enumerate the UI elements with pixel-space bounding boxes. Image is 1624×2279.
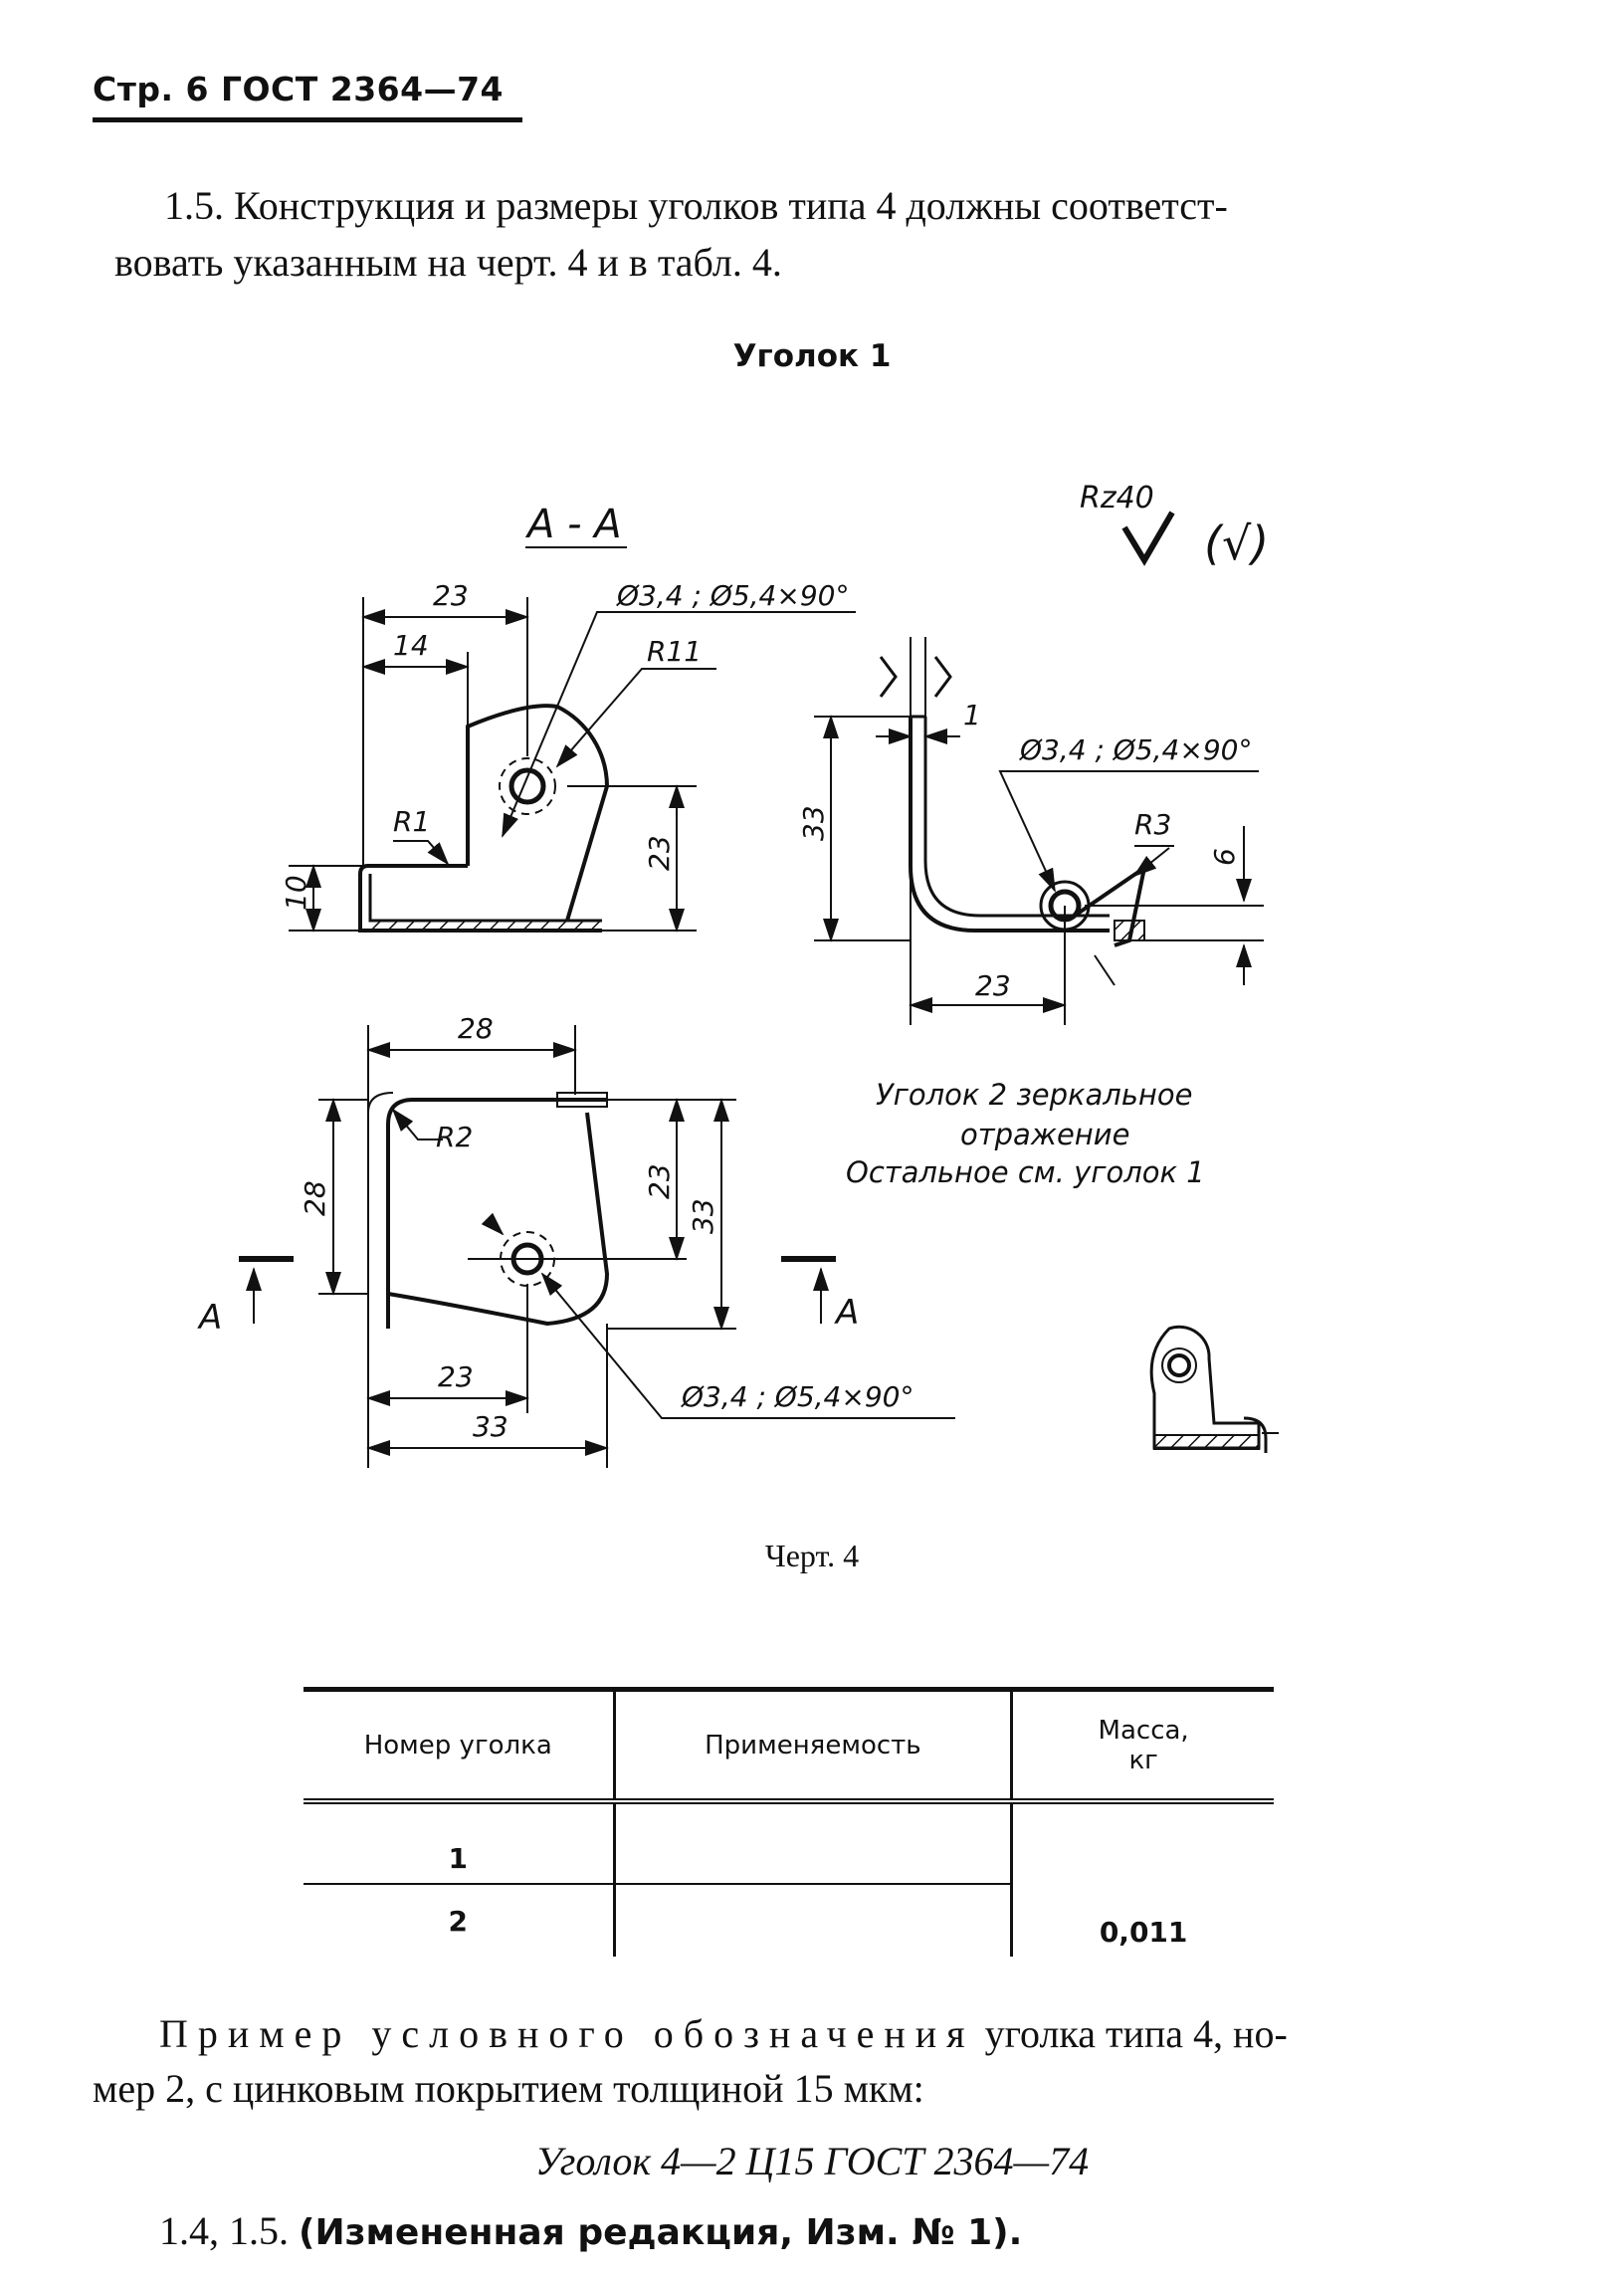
mass-table: Номер уголка Применяемость Масса, кг 1 0… (304, 1687, 1274, 1957)
table-row: 1 0,011 (304, 1801, 1274, 1957)
radius-r2: R2 (436, 1121, 473, 1153)
radius-r11: R11 (647, 635, 702, 668)
page-header: Стр. 6 ГОСТ 2364—74 (93, 70, 505, 108)
amendment-prefix: 1.4, 1.5. (159, 2208, 299, 2253)
view-side (814, 637, 1264, 1025)
section-label: А - А (524, 502, 622, 547)
row-1-applicability (612, 1801, 1014, 1885)
note-line-1: Уголок 2 зеркальное (876, 1078, 1192, 1112)
amendment-bold: (Измененная редакция, Изм. № 1). (299, 2212, 1023, 2253)
row-1-number: 1 (304, 1801, 616, 1885)
dim-23-top: 23 (433, 579, 469, 612)
dim-23-bottom: 23 (438, 1360, 474, 1393)
isometric-sketch (1149, 1325, 1279, 1453)
note-line-2: отражение (960, 1118, 1129, 1151)
drawing-caption: Черт. 4 (764, 1538, 860, 1573)
section-mark-left: А (197, 1298, 222, 1338)
dim-33-side: 33 (797, 805, 830, 841)
dim-10: 10 (280, 875, 312, 911)
drawing-title: Уголок 1 (732, 338, 892, 374)
paragraph-line-2: вовать указанным на черт. 4 и в табл. 4. (114, 240, 782, 285)
dim-23-side-bottom: 23 (975, 969, 1011, 1002)
hole-callout-2: Ø3,4 ; Ø5,4×90° (1019, 733, 1252, 766)
header-mass: Масса, кг (1010, 1687, 1274, 1804)
header-rule (93, 117, 522, 122)
dim-14: 14 (393, 629, 429, 662)
radius-r1: R1 (393, 805, 430, 838)
dim-23-vertical-plan: 23 (643, 1163, 676, 1199)
hole-callout-3: Ø3,4 ; Ø5,4×90° (681, 1380, 914, 1413)
roughness-paren: (√) (1204, 517, 1269, 570)
roughness-symbol: Rz40 (√) (1080, 481, 1269, 570)
plan-view-labels: 28 R2 28 23 33 А А 23 33 Ø3,4 ; Ø5,4×90° (197, 1012, 914, 1443)
dim-33-bottom: 33 (473, 1410, 508, 1443)
paragraph-1-5: 1.5. Конструкция и размеры уголков типа … (114, 177, 1498, 291)
dim-6: 6 (1208, 848, 1241, 866)
dim-33-vertical-plan: 33 (687, 1198, 719, 1234)
header-number: Номер уголка (304, 1687, 616, 1804)
dim-23-vertical: 23 (643, 835, 676, 871)
section-mark-right: А (834, 1293, 859, 1333)
example-lead: Пример условного обозначения (159, 2011, 975, 2056)
view-section-a-a (289, 597, 856, 932)
mass-value: 0,011 (1010, 1801, 1274, 1957)
example-line-1-rest: уголка типа 4, но- (974, 2011, 1288, 2056)
paragraph-line-1: 1.5. Конструкция и размеры уголков типа … (164, 183, 1228, 228)
dim-1: 1 (963, 699, 981, 731)
header-applicability: Применяемость (612, 1687, 1014, 1804)
roughness-label: Rz40 (1080, 481, 1154, 516)
side-view-labels: 33 1 Ø3,4 ; Ø5,4×90° R3 6 23 (797, 656, 1252, 1002)
view-plan (239, 1025, 955, 1468)
designation-example: Уголок 4—2 Ц15 ГОСТ 2364—74 (534, 2139, 1090, 2183)
amendment-note: 1.4, 1.5. (Измененная редакция, Изм. № 1… (159, 2207, 1022, 2254)
example-line-2: мер 2, с цинковым покрытием толщиной 15 … (93, 2066, 924, 2111)
table-header-row: Номер уголка Применяемость Масса, кг (304, 1687, 1274, 1804)
drawing-note: Уголок 2 зеркальное отражение Остальное … (846, 1078, 1205, 1189)
technical-drawing: А - А 23 14 Ø3,4 ; Ø5,4×90° R11 R1 23 10 (197, 481, 1279, 1468)
hole-callout-1: Ø3,4 ; Ø5,4×90° (616, 579, 849, 612)
dim-28-vertical: 28 (299, 1180, 331, 1216)
radius-r3: R3 (1134, 808, 1171, 841)
note-line-3: Остальное см. уголок 1 (846, 1155, 1205, 1189)
table-row: 2 (304, 1884, 1274, 1957)
row-2-applicability (612, 1884, 1012, 1957)
example-line-1: Пример условного обозначения уголка типа… (159, 2010, 1288, 2057)
section-a-a-labels: А - А 23 14 Ø3,4 ; Ø5,4×90° R11 R1 23 10 (280, 502, 849, 911)
dim-28-top: 28 (458, 1012, 494, 1045)
row-2-number: 2 (304, 1884, 616, 1957)
